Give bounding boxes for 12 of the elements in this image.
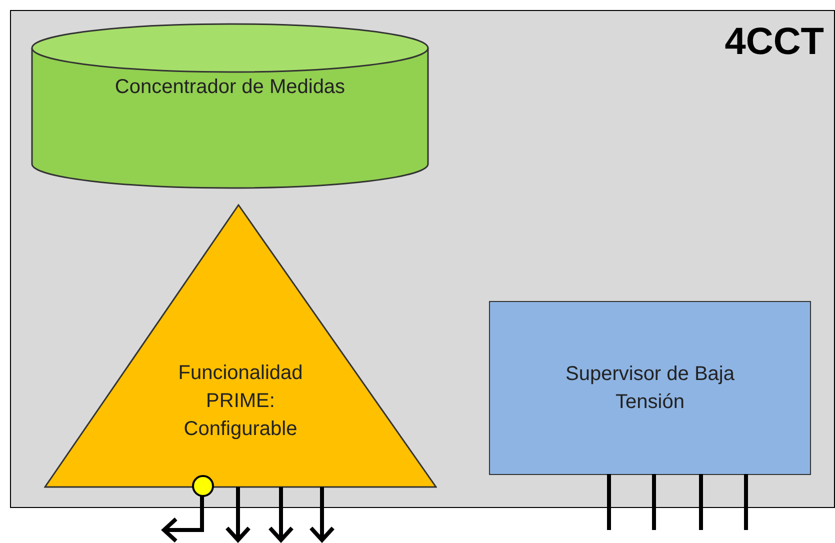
triangle-shape <box>44 204 437 488</box>
node-label: Concentrador de Medidas <box>114 75 346 100</box>
node-label: 4CCT <box>724 23 824 61</box>
arrow <box>268 487 294 542</box>
device-panel <box>10 10 835 508</box>
database-cylinder <box>31 23 429 189</box>
arrow <box>162 496 204 543</box>
node-label: Supervisor de Baja Tensión <box>564 362 736 415</box>
process-box <box>489 301 811 475</box>
node-label: Funcionalidad PRIME: Configurable <box>177 361 304 442</box>
arrow <box>225 487 251 542</box>
arrow <box>309 487 335 542</box>
